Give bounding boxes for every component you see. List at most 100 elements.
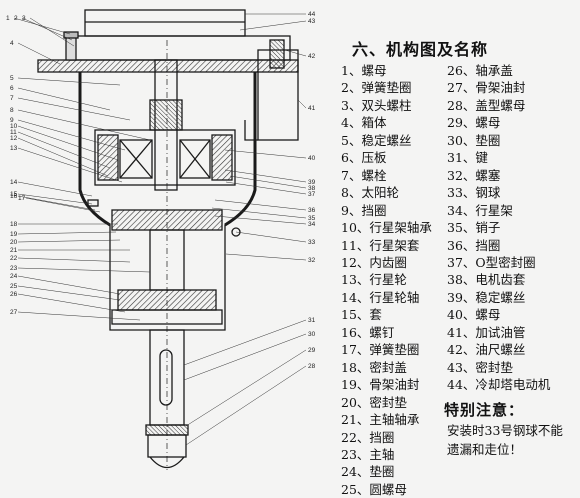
part-entry: 34、行星架 [447, 202, 513, 218]
leader-line [235, 231, 307, 243]
leader-line [17, 311, 141, 321]
part-entry: 4、箱体 [341, 115, 387, 131]
leader-line [183, 333, 307, 381]
leader-line [239, 20, 307, 31]
leader-line [17, 267, 151, 273]
callout-label: 31 [308, 317, 316, 324]
callout-label: 43 [308, 18, 316, 25]
part-entry: 12、内齿圈 [341, 254, 407, 270]
part-entry: 16、螺钉 [341, 324, 395, 340]
part-entry: 42、油尺螺丝 [447, 342, 526, 358]
part-entry: 36、挡圈 [447, 237, 501, 253]
leader-line [17, 131, 111, 169]
part-entry: 10、行星架轴承 [341, 220, 432, 236]
part-entry: 11、行星架套 [341, 237, 420, 253]
leader-line [17, 257, 131, 263]
callout-label: 2 [14, 15, 18, 22]
leader-line [17, 109, 151, 141]
callout-label: 22 [10, 255, 18, 262]
callout-label: 14 [10, 179, 18, 186]
leader-line [17, 275, 121, 295]
callout-label: 16 [10, 193, 18, 200]
part-entry: 23、主轴 [341, 446, 395, 462]
callout-label: 9 [10, 117, 14, 124]
leader-line [17, 239, 121, 243]
leader-line [25, 197, 101, 213]
leader-line [13, 17, 71, 35]
part-entry: 1、螺母 [341, 63, 387, 78]
callout-label: 33 [308, 239, 316, 246]
leader-line [17, 125, 119, 161]
part-entry: 28、盖型螺母 [447, 97, 526, 113]
callout-label: 20 [10, 239, 18, 246]
leader-line [211, 207, 307, 219]
part-entry: 9、挡圈 [341, 202, 387, 218]
part-entry: 20、密封垫 [341, 394, 407, 410]
part-entry: 37、O型密封圈 [447, 254, 536, 270]
callout-label: 26 [10, 291, 18, 298]
callout-label: 21 [10, 247, 18, 254]
part-entry: 39、稳定螺丝 [447, 289, 526, 305]
leader-line [29, 17, 75, 47]
callout-label: 3 [22, 15, 26, 22]
leader-line [185, 365, 307, 446]
leader-line [224, 149, 307, 159]
leader-line [185, 349, 307, 427]
leader-line [17, 285, 121, 301]
leader-line [225, 253, 307, 261]
callout-label: 4 [10, 40, 14, 47]
leader-line [214, 215, 307, 225]
part-entry: 3、双头螺柱 [341, 97, 412, 113]
callout-label: 35 [308, 215, 316, 222]
callout-label: 1 [6, 15, 10, 22]
part-entry: 21、主轴轴承 [341, 412, 420, 428]
part-entry: 32、螺塞 [447, 167, 501, 183]
part-entry: 6、压板 [341, 150, 387, 166]
part-entry: 19、骨架油封 [341, 377, 420, 393]
part-entry: 26、轴承盖 [447, 63, 513, 78]
part-entry: 25、圆螺母 [341, 481, 407, 497]
part-entry: 29、螺母 [447, 115, 501, 131]
leader-line [229, 175, 307, 189]
leader-line [17, 77, 121, 86]
callout-label: 25 [10, 283, 18, 290]
leader-line [183, 319, 307, 366]
callout-label: 30 [308, 331, 316, 338]
part-entry: 13、行星轮 [341, 272, 407, 288]
part-entry: 8、太阳轮 [341, 185, 399, 201]
callout-label: 29 [308, 347, 316, 354]
leader-line [17, 181, 93, 197]
callout-label: 5 [10, 75, 14, 82]
part-entry: 15、套 [341, 307, 382, 323]
note-line-2: 遗漏和走位！ [447, 442, 523, 457]
leader-line [17, 195, 96, 211]
callout-label: 17 [18, 195, 26, 202]
part-entry: 22、挡圈 [341, 429, 395, 445]
callout-label: 18 [10, 221, 18, 228]
callout-label: 32 [308, 257, 316, 264]
leader-line [17, 87, 111, 111]
leader-line [17, 147, 123, 183]
leader-line [225, 181, 307, 195]
part-entry: 40、螺母 [447, 307, 501, 323]
leader-line [17, 193, 93, 205]
callout-label: 19 [10, 231, 18, 238]
callout-label: 42 [308, 53, 316, 60]
callout-label: 40 [308, 155, 316, 162]
callout-label: 41 [308, 105, 316, 112]
part-entry: 17、弹簧垫圈 [341, 342, 420, 358]
part-entry: 7、螺栓 [341, 167, 387, 183]
callout-label: 37 [308, 191, 316, 198]
housing-outline [37, 9, 299, 470]
part-entry: 27、骨架油封 [447, 80, 526, 96]
callout-label: 24 [10, 273, 18, 280]
callout-label: 36 [308, 207, 316, 214]
leader-line [17, 137, 109, 177]
callout-label: 10 [10, 123, 18, 130]
parts-heading: 六、机构图及名称 [352, 40, 489, 59]
leader-line [17, 119, 126, 151]
part-entry: 18、密封盖 [341, 359, 407, 375]
callout-label: 8 [10, 107, 14, 114]
